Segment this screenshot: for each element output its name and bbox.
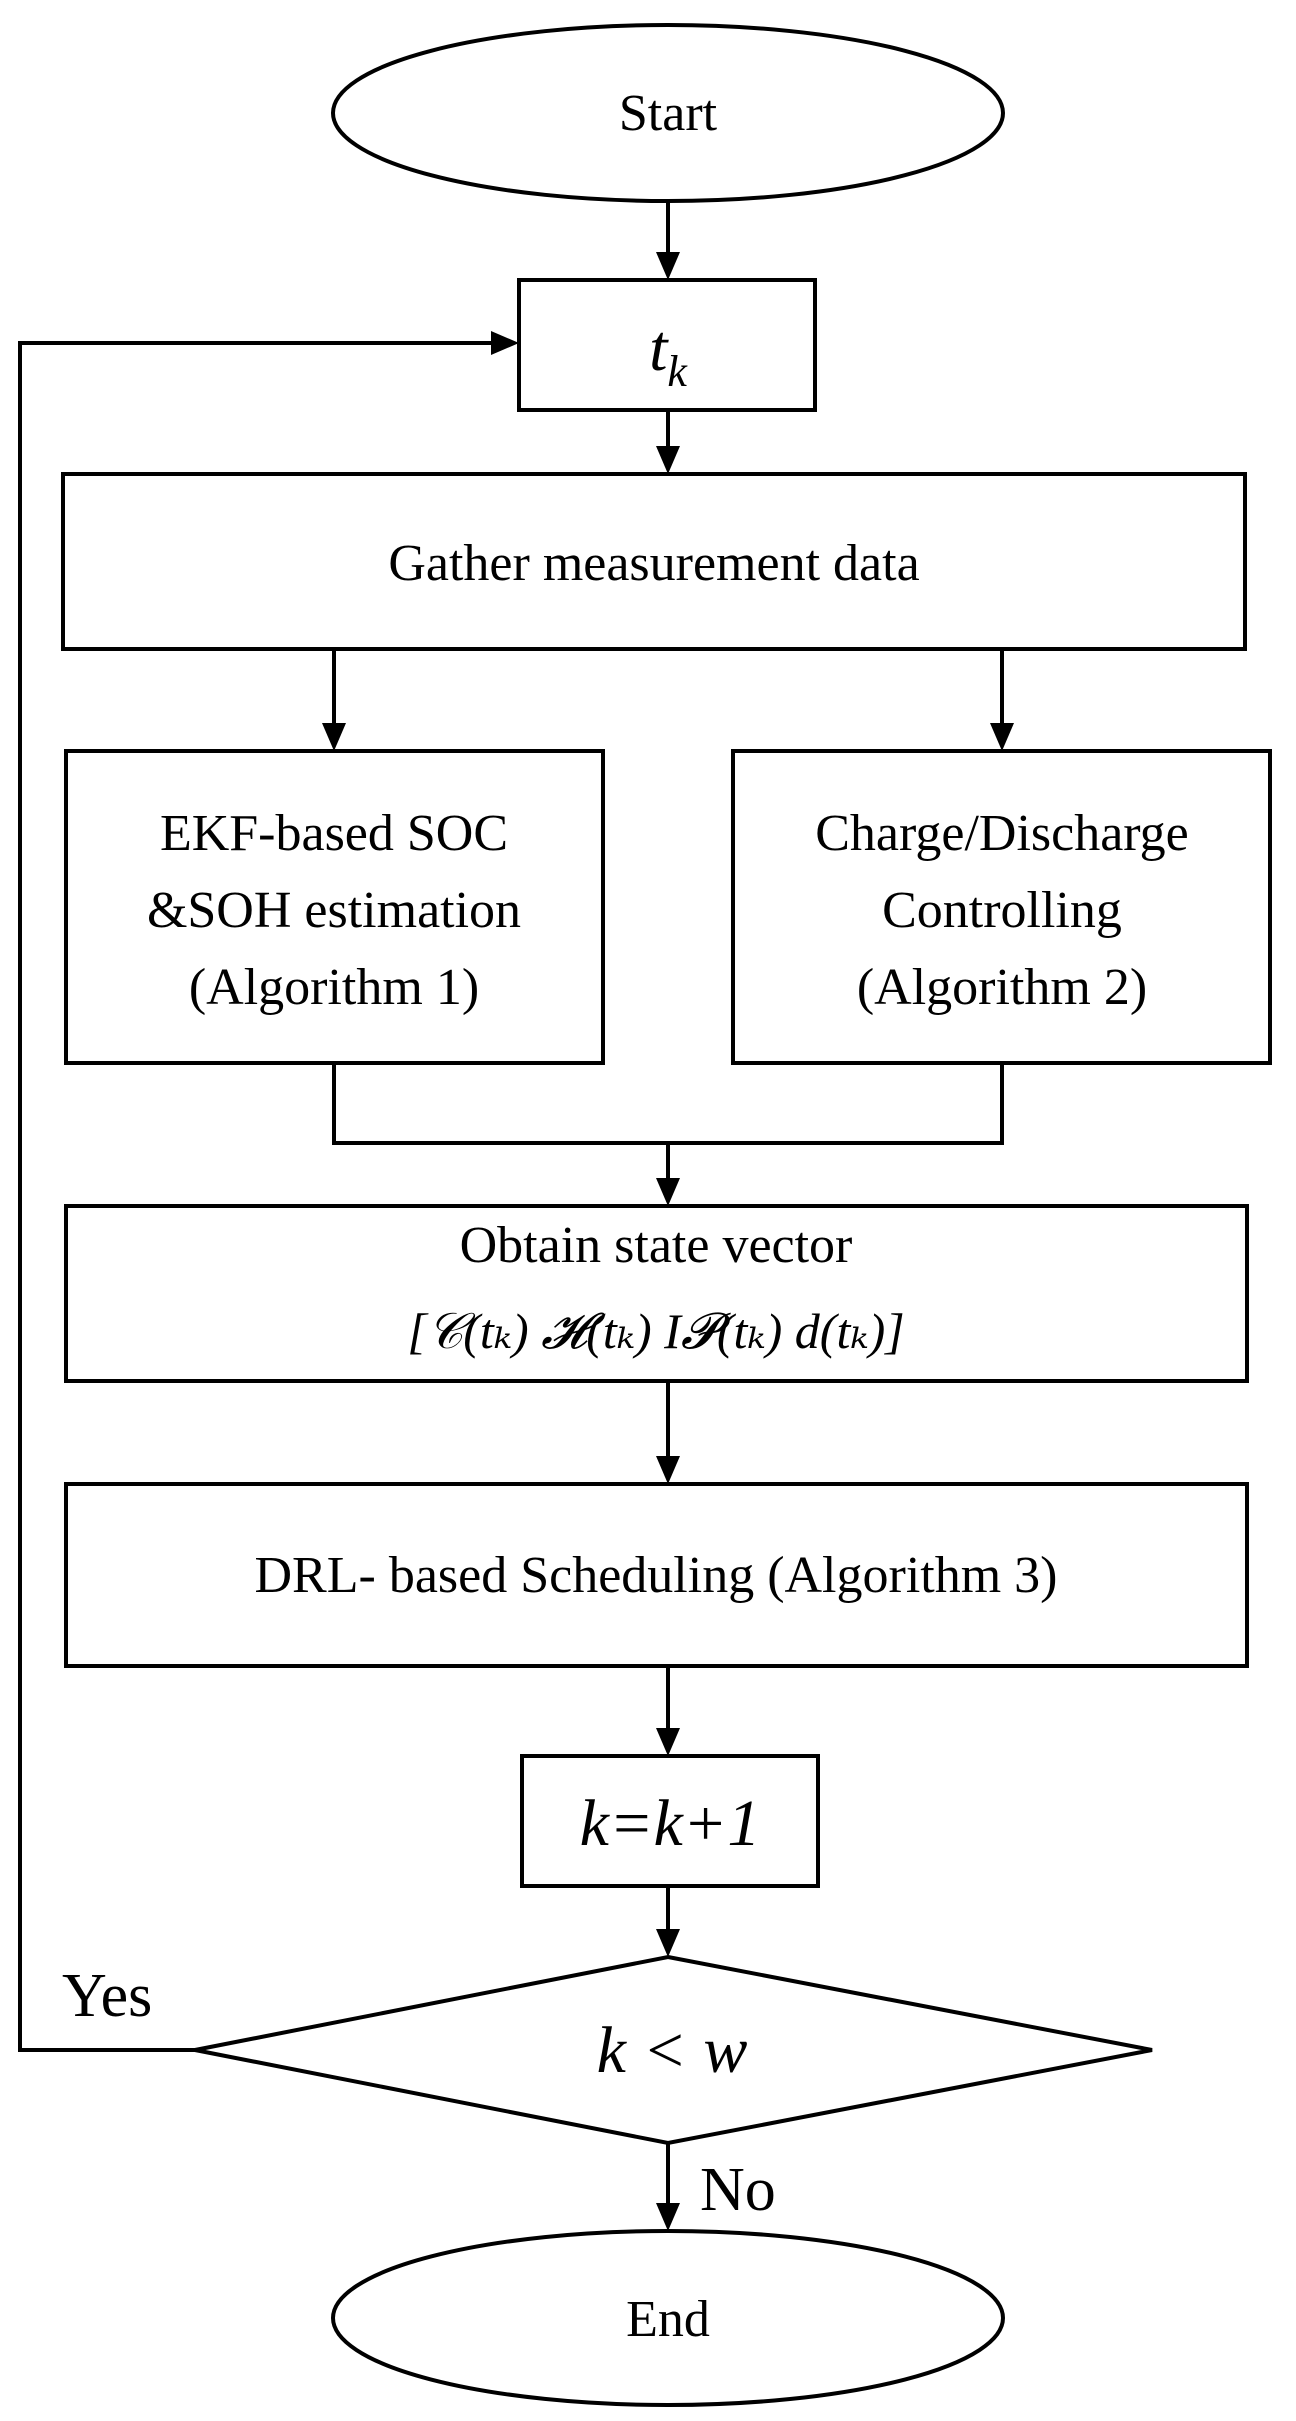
edge-tk-to-gather-arrowhead: [656, 446, 680, 474]
decision-node: k < w: [194, 1954, 1153, 2146]
drl-node: DRL- based Scheduling (Algorithm 3): [64, 1482, 1249, 1668]
state-title: Obtain state vector: [460, 1217, 853, 1274]
state-node: Obtain state vector [𝒞(tₖ) 𝓗(tₖ) I𝓟(tₖ) …: [64, 1204, 1249, 1383]
start-label: Start: [619, 85, 718, 142]
charge-line-1: Charge/Discharge: [815, 805, 1189, 862]
edge-decision-yes-loop: [18, 331, 519, 2052]
edge-gather-to-charge: [990, 649, 1014, 751]
ekf-line-2: &SOH estimation: [147, 882, 521, 939]
charge-line-3: (Algorithm 2): [857, 959, 1147, 1016]
edge-gather-to-ekf: [322, 649, 346, 751]
gather-node: Gather measurement data: [61, 472, 1247, 651]
ekf-node: EKF-based SOC &SOH estimation (Algorithm…: [64, 749, 605, 1065]
gather-box: [61, 472, 1247, 651]
edge-decision-no-arrowhead: [656, 2203, 680, 2231]
increment-node: k=k+1: [520, 1754, 820, 1888]
edge-decision-yes-arrowhead: [491, 331, 519, 355]
ekf-box: [64, 749, 605, 1065]
edge-decision-no: [656, 2143, 680, 2231]
charge-box: [731, 749, 1272, 1065]
edge-tk-to-gather: [656, 410, 680, 474]
gather-label: Gather measurement data: [388, 535, 919, 592]
tk-subscript: k: [667, 347, 688, 396]
edge-gather-to-charge-arrowhead: [990, 723, 1014, 751]
edge-increment-to-decision: [656, 1886, 680, 1957]
edge-gather-to-ekf-arrowhead: [322, 723, 346, 751]
edge-increment-to-decision-arrowhead: [656, 1929, 680, 1957]
tk-node: tk: [517, 278, 817, 412]
end-node: End: [331, 2229, 1005, 2407]
yes-label: Yes: [62, 1962, 152, 2030]
ekf-line-3: (Algorithm 1): [189, 959, 479, 1016]
state-box: [64, 1204, 1249, 1383]
drl-label: DRL- based Scheduling (Algorithm 3): [255, 1547, 1058, 1604]
start-node: Start: [331, 23, 1005, 203]
edge-start-to-tk-arrowhead: [656, 252, 680, 280]
tk-label: tk: [649, 312, 688, 396]
charge-line-2: Controlling: [882, 882, 1122, 939]
edge-merge-to-state-arrowhead: [656, 1178, 680, 1206]
increment-label: k=k+1: [580, 1787, 761, 1860]
state-vector: [𝒞(tₖ) 𝓗(tₖ) I𝓟(tₖ) d(tₖ)]: [407, 1303, 904, 1359]
edge-start-to-tk: [656, 201, 680, 280]
edge-drl-to-increment-arrowhead: [656, 1728, 680, 1756]
edge-state-to-drl-arrowhead: [656, 1456, 680, 1484]
end-label: End: [626, 2291, 710, 2348]
edge-merge-bracket: [332, 1063, 1004, 1145]
drl-box: [64, 1482, 1249, 1668]
charge-node: Charge/Discharge Controlling (Algorithm …: [731, 749, 1272, 1065]
edge-decision-yes-line: [18, 341, 495, 2052]
edge-merge-to-state: [332, 1063, 1004, 1206]
decision-label: k < w: [597, 2014, 748, 2087]
edge-drl-to-increment: [656, 1666, 680, 1756]
ekf-line-1: EKF-based SOC: [160, 805, 508, 862]
tk-box: [517, 278, 817, 412]
edge-state-to-drl: [656, 1381, 680, 1484]
no-label: No: [700, 2156, 776, 2224]
